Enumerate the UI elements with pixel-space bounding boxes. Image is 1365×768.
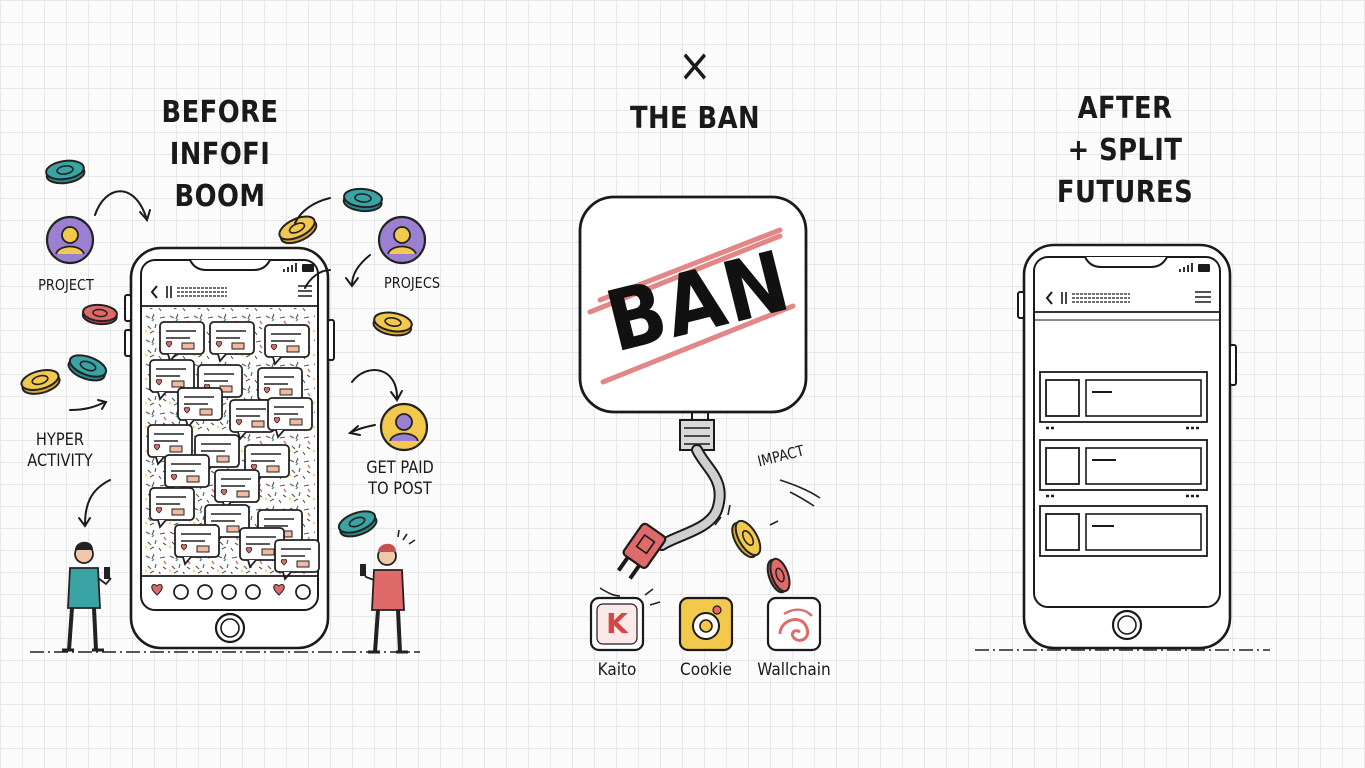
feed-card-1	[1040, 372, 1207, 428]
person-left-icon	[62, 542, 111, 650]
kaito-label: Kaito	[586, 660, 649, 680]
paid-avatar-icon	[381, 404, 427, 450]
cookie-label: Cookie	[674, 660, 739, 680]
wallchain-app-icon	[768, 598, 820, 650]
hyper-activity-label: HYPER ACTIVITY	[15, 430, 104, 472]
project-label: PROJECT	[25, 275, 108, 296]
project-avatar-icon	[47, 217, 93, 263]
flying-coin-gold-icon	[727, 517, 765, 561]
paid-label-line1: GET PAID	[355, 458, 444, 479]
projecs-label: PROJECS	[369, 273, 455, 294]
kaito-icon-letter: K	[597, 604, 637, 644]
person-right-icon	[360, 530, 415, 652]
get-paid-label: GET PAID TO POST	[355, 458, 444, 500]
before-phone	[125, 248, 334, 648]
feed-card-2	[1040, 440, 1207, 496]
feed-card-3	[1040, 506, 1207, 556]
hyper-label-line2: ACTIVITY	[15, 451, 104, 472]
projecs-avatar-icon	[379, 217, 425, 263]
hyper-label-line1: HYPER	[15, 430, 104, 451]
cookie-app-icon	[680, 598, 732, 650]
wallchain-label: Wallchain	[753, 660, 836, 680]
flying-coin-red-icon	[764, 556, 793, 594]
paid-label-line2: TO POST	[355, 479, 444, 500]
after-phone	[1018, 245, 1236, 648]
